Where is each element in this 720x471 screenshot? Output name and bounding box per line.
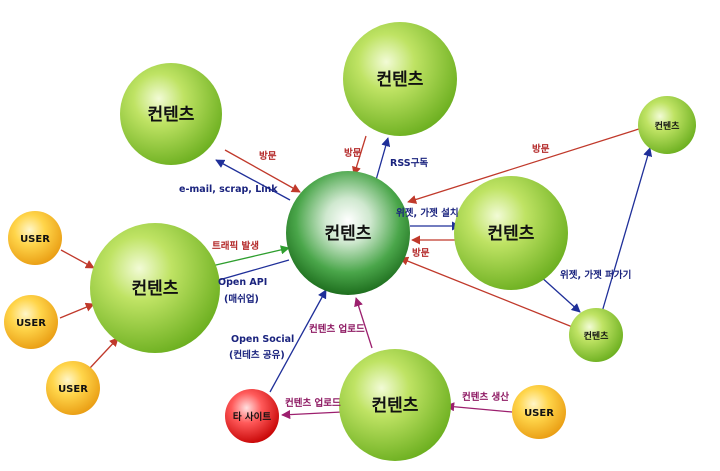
node-labels: 컨텐츠 컨텐츠 컨텐츠 컨텐츠 컨텐츠 컨텐츠 컨텐츠 컨텐츠 USER USE… (16, 70, 680, 423)
node-far-right (638, 96, 696, 154)
node-center (286, 171, 410, 295)
node-label-small-right: 컨텐츠 (584, 330, 610, 342)
edge-labels: 방문 e-mail, scrap, Link 방문 RSS구독 방문 위젯, 가… (179, 143, 631, 409)
arrow-rss (375, 137, 391, 181)
node-user-4 (512, 385, 566, 439)
node-label-left: 컨텐츠 (132, 279, 179, 299)
edge-label-content-share: (컨테츠 공유) (229, 349, 285, 361)
edge-label-mashup: (매쉬업) (224, 293, 259, 305)
edge-label-visit-right: 방문 (412, 247, 430, 259)
edge-label-visit-top: 방문 (344, 147, 362, 159)
edge-label-open-api: Open API (218, 277, 267, 288)
node-top-left (120, 63, 222, 165)
edge-label-upload-other: 컨텐츠 업로드 (285, 397, 341, 409)
node-small-right (569, 308, 623, 362)
edge-label-traffic: 트래픽 발생 (212, 240, 259, 252)
node-top (343, 22, 457, 136)
arrows (59, 127, 653, 420)
node-label-other-site: 타 사이트 (233, 411, 272, 423)
node-label-user-1: USER (20, 234, 50, 245)
arrow-share-to-top-left (215, 159, 291, 201)
arrow-produce (445, 402, 513, 413)
arrow-upload-center (354, 297, 373, 349)
edge-label-produce: 컨텐츠 생산 (462, 391, 509, 403)
node-label-right: 컨텐츠 (488, 224, 535, 244)
node-label-user-3: USER (58, 384, 88, 395)
arrow-user-3 (89, 337, 119, 369)
edge-label-widget-spread: 위젯, 가젯 퍼가기 (560, 269, 631, 281)
node-user-3 (46, 361, 100, 415)
node-label-user-4: USER (524, 408, 554, 419)
edge-label-open-social: Open Social (231, 334, 294, 345)
arrow-visit-far-right (407, 127, 643, 204)
edge-label-widget-install: 위젯, 가젯 설치 (396, 207, 459, 219)
edge-label-upload-center: 컨텐츠 업로드 (309, 323, 365, 335)
arrow-visit-top-left (224, 149, 301, 193)
node-other-site (225, 389, 279, 443)
node-label-bottom: 컨텐츠 (372, 396, 419, 416)
arrow-user-2 (59, 302, 95, 319)
edge-label-visit-top-left: 방문 (259, 150, 277, 162)
node-label-top-left: 컨텐츠 (148, 105, 195, 125)
arrow-small-to-far-right (601, 147, 653, 313)
edge-label-rss: RSS구독 (390, 158, 428, 169)
node-label-far-right: 컨텐츠 (655, 120, 681, 132)
node-label-user-2: USER (16, 318, 46, 329)
node-right (454, 176, 568, 290)
node-bottom (339, 349, 451, 461)
arrow-open-social (269, 289, 327, 393)
edge-label-visit-far-right: 방문 (532, 143, 550, 155)
arrow-small-right-visit (399, 256, 576, 329)
arrow-user-1 (60, 249, 95, 269)
nodes (4, 22, 696, 461)
arrow-upload-other (281, 410, 343, 420)
arrow-traffic (202, 245, 290, 269)
edge-label-email-scrap-link: e-mail, scrap, Link (179, 184, 278, 195)
arrow-widget-spread (539, 275, 581, 313)
node-user-1 (8, 211, 62, 265)
node-left (90, 223, 220, 353)
node-user-2 (4, 295, 58, 349)
node-label-top: 컨텐츠 (377, 70, 424, 90)
node-label-center: 컨텐츠 (325, 224, 372, 244)
arrow-visit-top (352, 135, 367, 176)
